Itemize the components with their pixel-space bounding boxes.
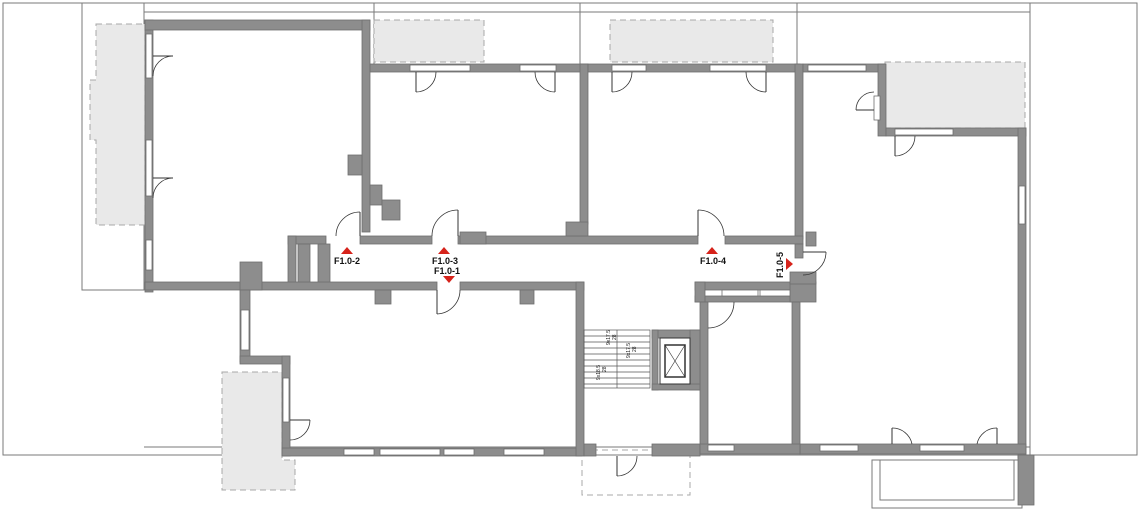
door-marker-f1-0-4 — [706, 247, 718, 254]
door-label-f1-0-4: F1.0-4 — [700, 256, 726, 266]
door-label-f1-0-5: F1.0-5 — [775, 252, 785, 278]
door-label-f1-0-3: F1.0-3 — [432, 256, 458, 266]
door-swings — [152, 55, 998, 477]
stair-text: 28 — [602, 366, 608, 372]
door-marker-f1-0-1 — [443, 276, 455, 283]
staircase: 9x18.5 28 9x17.5 28 9x17.5 28 — [583, 329, 651, 389]
elevator — [659, 337, 691, 385]
stair-text: 28 — [612, 334, 618, 340]
door-markers: F1.0-2 F1.0-3 F1.0-1 F1.0-4 F1.0-5 — [334, 247, 793, 283]
stair-text: 9x18.5 — [596, 365, 602, 380]
windows — [145, 33, 1026, 456]
door-marker-f1-0-3 — [438, 247, 450, 254]
stair-text: 9x17.5 — [606, 330, 612, 345]
door-marker-f1-0-2 — [341, 247, 353, 254]
door-label-f1-0-1: F1.0-1 — [434, 266, 460, 276]
door-label-f1-0-2: F1.0-2 — [334, 256, 360, 266]
stair-text: 9x17.5 — [626, 343, 632, 358]
stair-text: 28 — [632, 346, 638, 352]
door-marker-f1-0-5 — [786, 258, 793, 270]
